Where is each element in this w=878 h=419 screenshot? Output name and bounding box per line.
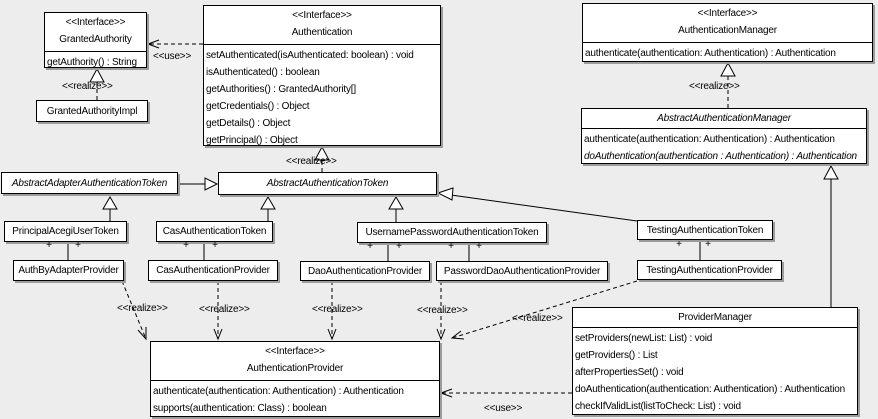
class-cas-authentication-token[interactable]: CasAuthenticationToken (156, 221, 273, 242)
realize-label: <<realize>> (62, 81, 113, 92)
class-name: AuthenticationProvider (246, 363, 344, 374)
use-label: <<use>> (484, 403, 523, 414)
class-name: Authentication (291, 27, 353, 38)
class-testing-authentication-provider[interactable]: TestingAuthenticationProvider (637, 260, 782, 280)
class-name: AbstractAuthenticationManager (582, 109, 866, 129)
class-abstract-adapter-authentication-token[interactable]: AbstractAdapterAuthenticationToken (1, 172, 178, 194)
association-end-marker: + (476, 241, 482, 252)
class-auth-by-adapter-provider[interactable]: AuthByAdapterProvider (13, 260, 124, 281)
class-password-dao-authentication-provider[interactable]: PasswordDaoAuthenticationProvider (436, 261, 608, 281)
method-signature: getAuthority() : String (47, 57, 137, 68)
association-end-marker: + (183, 240, 189, 251)
realize-label: <<realize>> (689, 81, 740, 92)
method-signature: getAuthorities() : GrantedAuthority[] (206, 84, 356, 95)
class-name: AbstractAuthenticationToken (266, 178, 389, 189)
association-end-marker: + (367, 241, 373, 252)
method-signature: isAuthenticated() : boolean (206, 67, 320, 78)
realize-label: <<realize>> (199, 304, 250, 315)
stereotype-label: <<Interface>> (265, 346, 325, 357)
method-signature: setProviders(newList: List) : void (575, 333, 713, 344)
class-name: TestingAuthenticationProvider (646, 264, 773, 276)
class-principal-acegi-user-token[interactable]: PrincipalAcegiUserToken (4, 221, 127, 242)
class-granted-authority-impl[interactable]: GrantedAuthorityImpl (36, 100, 148, 122)
method-signature: supports(authentication: Class) : boolea… (153, 403, 327, 414)
association-end-marker: + (75, 240, 81, 251)
class-name: CasAuthenticationProvider (156, 265, 270, 276)
class-name: PrincipalAcegiUserToken (12, 226, 119, 237)
class-name: AbstractAdapterAuthenticationToken (11, 177, 168, 189)
association-end-marker: + (448, 241, 454, 252)
class-name: GrantedAuthority (59, 34, 132, 45)
method-signature: setAuthenticated(isAuthenticated: boolea… (206, 50, 414, 61)
association-end-marker: + (705, 239, 711, 250)
stereotype-label: <<Interface>> (292, 10, 352, 21)
realize-label: <<realize>> (286, 156, 337, 167)
use-label: <<use>> (153, 51, 192, 62)
class-testing-authentication-token[interactable]: TestingAuthenticationToken (637, 220, 773, 240)
stereotype-label: <<Interface>> (697, 8, 758, 19)
method-signature: authenticate(authentication: Authenticat… (584, 134, 835, 145)
method-signature: getDetails() : Object (206, 118, 291, 129)
class-name: CasAuthenticationToken (162, 226, 267, 237)
method-signature: getCredentials() : Object (206, 101, 310, 112)
realize-label: <<realize>> (117, 303, 168, 314)
class-abstract-authentication-manager[interactable]: AbstractAuthenticationManager authentica… (581, 108, 867, 164)
class-name: GrantedAuthorityImpl (46, 105, 138, 117)
class-name: ProviderManager (573, 308, 857, 328)
association-end-marker: + (212, 240, 218, 251)
stereotype-label: <<Interface>> (65, 17, 126, 28)
class-name: UsernamePasswordAuthenticationToken (365, 227, 539, 238)
method-signature: doAuthentication(authentication: Authent… (575, 384, 845, 395)
association-end-marker: + (46, 240, 52, 251)
method-signature: authenticate(authentication: Authenticat… (585, 48, 836, 59)
class-name: PasswordDaoAuthenticationProvider (443, 265, 601, 277)
method-signature: getProviders() : List (575, 350, 658, 361)
class-abstract-authentication-token[interactable]: AbstractAuthenticationToken (218, 172, 437, 195)
method-signature: getPrincipal() : Object (206, 135, 298, 146)
class-username-password-authentication-token[interactable]: UsernamePasswordAuthenticationToken (357, 222, 547, 243)
method-signature: doAuthentication(authentication : Authen… (584, 151, 857, 162)
class-cas-authentication-provider[interactable]: CasAuthenticationProvider (148, 260, 278, 281)
class-granted-authority[interactable]: <<Interface>> GrantedAuthority getAuthor… (44, 12, 147, 68)
association-end-marker: + (396, 241, 402, 252)
realize-label: <<realize>> (312, 304, 363, 315)
method-signature: afterPropertiesSet() : void (575, 367, 684, 378)
class-provider-manager[interactable]: ProviderManager setProviders(newList: Li… (572, 307, 858, 415)
association-end-marker: + (676, 239, 682, 250)
class-authentication-provider[interactable]: <<Interface>> AuthenticationProvider aut… (150, 341, 440, 417)
class-authentication[interactable]: <<Interface>> Authentication setAuthenti… (203, 5, 441, 146)
method-signature: checkIfValidList(listToCheck: List) : vo… (575, 401, 741, 412)
class-name: DaoAuthenticationProvider (308, 265, 422, 277)
class-name: TestingAuthenticationToken (646, 224, 764, 236)
class-authentication-manager[interactable]: <<Interface>> AuthenticationManager auth… (582, 3, 873, 62)
method-signature: authenticate(authentication: Authenticat… (153, 386, 404, 397)
class-name: AuthenticationManager (678, 25, 777, 36)
realize-label: <<realize>> (417, 305, 468, 316)
class-name: AuthByAdapterProvider (18, 265, 119, 276)
realize-label: <<realize>> (512, 313, 563, 324)
class-dao-authentication-provider[interactable]: DaoAuthenticationProvider (300, 261, 430, 281)
